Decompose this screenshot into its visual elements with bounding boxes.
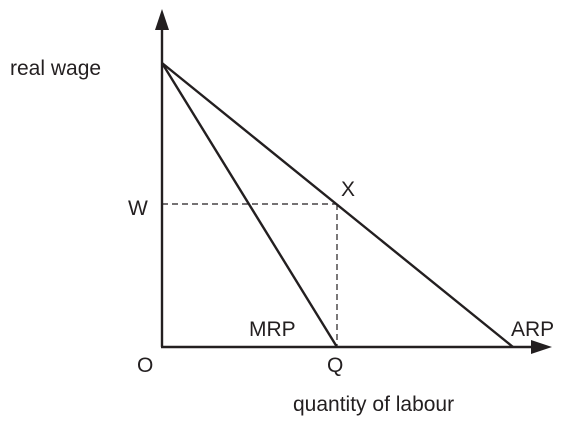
- point-label: X: [341, 178, 355, 201]
- y-axis-arrowhead: [155, 9, 169, 30]
- quantity-label: Q: [327, 354, 343, 377]
- y-axis-label: real wage: [10, 57, 101, 80]
- mrp-label: MRP: [249, 318, 296, 341]
- wage-label: W: [128, 197, 148, 220]
- x-axis-label: quantity of labour: [293, 393, 454, 416]
- arp-label: ARP: [511, 318, 554, 341]
- x-axis-arrowhead: [531, 340, 552, 354]
- mrp-curve: [160, 62, 339, 348]
- origin-label: O: [137, 354, 153, 377]
